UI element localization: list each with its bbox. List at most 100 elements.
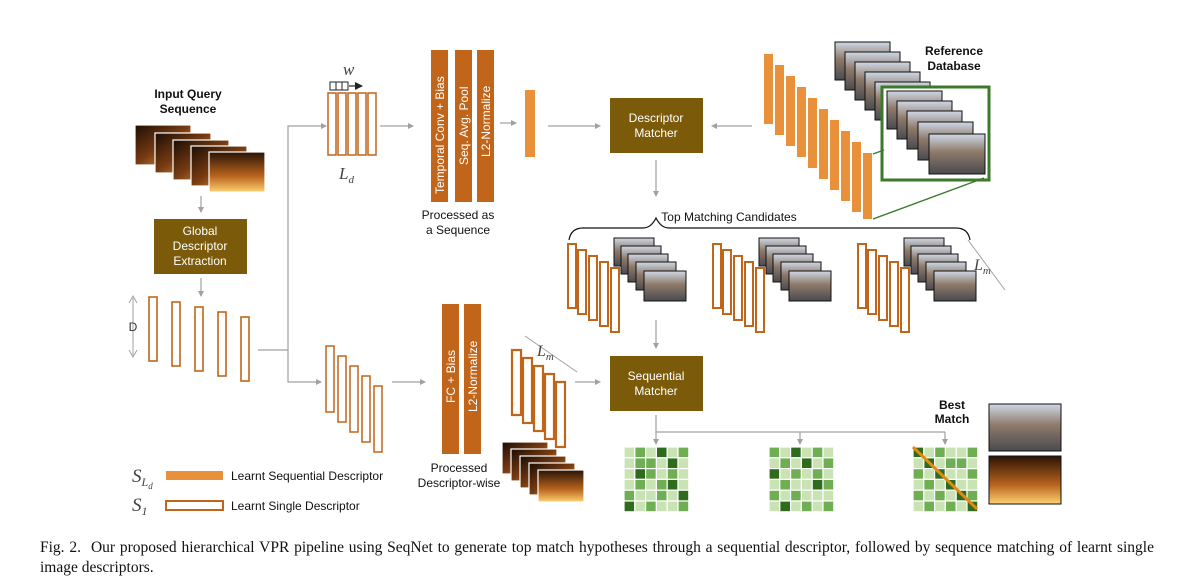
grid-cell xyxy=(623,446,636,459)
grid-cell xyxy=(677,468,690,481)
dimension-label: D xyxy=(129,320,138,334)
grid-cell xyxy=(623,468,636,481)
grid-cell xyxy=(933,500,946,513)
grid-cell xyxy=(789,478,802,491)
grid-cell xyxy=(955,468,968,481)
grid-cell xyxy=(966,457,979,470)
sequential-descriptor-query xyxy=(525,90,535,157)
grid-cell xyxy=(923,500,936,513)
grid-cell xyxy=(634,446,647,459)
grid-cell xyxy=(677,500,690,513)
grid-cell xyxy=(811,446,824,459)
best-match-diagonal xyxy=(911,445,979,511)
processed-desc-label-1: Processed xyxy=(431,461,488,475)
grid-cell xyxy=(779,478,792,491)
grid-cell xyxy=(634,500,647,513)
candidate-group-3 xyxy=(857,237,977,333)
window-w-label: w xyxy=(343,60,355,79)
temporal-conv-label: Temporal Conv + Bias xyxy=(433,76,447,194)
grid-cell xyxy=(822,457,835,470)
grid-cell xyxy=(822,468,835,481)
grid-cell xyxy=(623,500,636,513)
single-descriptors xyxy=(148,296,250,382)
pipeline-diagram: Input Query Sequence Global Descriptor E… xyxy=(128,41,1062,518)
grid-cell xyxy=(933,478,946,491)
candidate-length-arrow xyxy=(967,239,1006,291)
grid-cell xyxy=(623,478,636,491)
grid-cell xyxy=(912,500,925,513)
grid-cell xyxy=(955,457,968,470)
grid-cell xyxy=(800,468,813,481)
grid-cell xyxy=(655,457,668,470)
l2-normalize-bottom-label: L2-Normalize xyxy=(466,340,480,412)
processed-seq-label-2: a Sequence xyxy=(426,223,490,237)
grid-cell xyxy=(768,489,781,502)
single-length-arrow xyxy=(524,335,578,373)
reference-db-label-2: Database xyxy=(927,59,981,73)
grid-cell xyxy=(811,468,824,481)
top-matching-label: Top Matching Candidates xyxy=(661,210,796,224)
grid-cell xyxy=(666,500,679,513)
grid-cell xyxy=(644,457,657,470)
best-match-label-1: Best xyxy=(939,398,965,412)
grid-cell xyxy=(634,457,647,470)
descriptor-matcher-label-1: Descriptor xyxy=(629,111,684,125)
processed-seq-label-1: Processed as xyxy=(422,208,495,222)
seq-avg-pool-label: Seq. Avg. Pool xyxy=(457,86,471,165)
grid-cell xyxy=(644,489,657,502)
grid-cell xyxy=(966,468,979,481)
sequential-matcher-label-1: Sequential xyxy=(628,369,685,383)
grid-cell xyxy=(944,457,957,470)
global-desc-label-2: Descriptor xyxy=(173,239,228,253)
reference-sequential-descriptors xyxy=(764,54,872,219)
grid-cell xyxy=(666,489,679,502)
grid-cell xyxy=(944,468,957,481)
grid-cell xyxy=(768,468,781,481)
legend-seq-text: Learnt Sequential Descriptor xyxy=(231,469,383,483)
grid-cell xyxy=(789,489,802,502)
reference-image-stack-highlighted xyxy=(886,90,986,175)
fc-bias-layer xyxy=(442,304,459,454)
grid-cell xyxy=(789,500,802,513)
grid-cell xyxy=(677,457,690,470)
grid-cell xyxy=(779,446,792,459)
grid-cell xyxy=(933,457,946,470)
grid-cell xyxy=(811,500,824,513)
grid-cell xyxy=(800,446,813,459)
grid-cell xyxy=(800,478,813,491)
grid-cell xyxy=(768,478,781,491)
grid-cell xyxy=(677,489,690,502)
temporal-conv-layer xyxy=(431,50,448,202)
candidate-group-1 xyxy=(567,237,687,333)
grid-cell xyxy=(912,478,925,491)
grid-cell xyxy=(768,500,781,513)
grid-cell xyxy=(644,446,657,459)
fc-bias-label: FC + Bias xyxy=(444,350,458,403)
grid-cell xyxy=(666,478,679,491)
grid-cell xyxy=(677,446,690,459)
best-match-reference-image xyxy=(988,403,1062,452)
grid-cell xyxy=(912,468,925,481)
grid-cell xyxy=(779,489,792,502)
grid-cell xyxy=(822,489,835,502)
l2-normalize-top-label: L2-Normalize xyxy=(479,85,493,157)
sequential-matcher-label-2: Matcher xyxy=(634,384,677,398)
grid-cell xyxy=(779,457,792,470)
grid-cell xyxy=(822,478,835,491)
grid-cell xyxy=(666,468,679,481)
grid-cell xyxy=(822,446,835,459)
best-match-query-image xyxy=(988,455,1062,505)
grid-cell xyxy=(822,500,835,513)
figure-number: Fig. 2. xyxy=(40,539,81,556)
grid-cell xyxy=(789,457,802,470)
figure-caption: Fig. 2.Our proposed hierarchical VPR pip… xyxy=(40,538,1154,578)
grid-cell xyxy=(655,489,668,502)
legend-seq-symbol: SLd xyxy=(132,466,153,491)
input-query-label-2: Sequence xyxy=(160,102,217,116)
grid-cell xyxy=(655,446,668,459)
query-image-stack xyxy=(134,124,266,193)
grid-cell xyxy=(644,468,657,481)
input-query-label-1: Input Query xyxy=(154,87,222,101)
grid-cell xyxy=(912,457,925,470)
bottom-window-descriptors xyxy=(325,345,383,453)
